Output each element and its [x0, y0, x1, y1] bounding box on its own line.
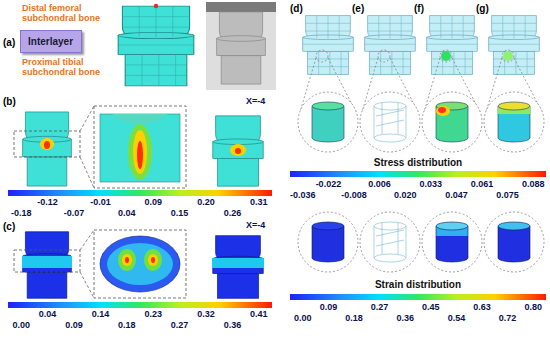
- colorbar-value: -0.01: [90, 198, 111, 208]
- knee-model: [118, 4, 194, 86]
- panel-label: (d): [290, 3, 303, 14]
- colorbar-value: 0.061: [471, 180, 494, 190]
- section-title: Strain distribution: [375, 279, 461, 290]
- colorbar-value: 0.09: [65, 321, 83, 331]
- colorbar: [8, 190, 272, 196]
- colorbar-value: 0.80: [524, 303, 542, 313]
- colorbar-value: 0.23: [144, 310, 162, 320]
- colorbar-value: 0.31: [250, 198, 268, 208]
- colorbar-value: 0.45: [422, 303, 440, 313]
- colorbar-value: 0.41: [250, 310, 268, 320]
- colorbar-value: 0.63: [473, 303, 491, 313]
- colorbar-value: 0.04: [39, 310, 57, 320]
- section-position: X=-4: [246, 221, 265, 231]
- colorbar-value: 0.54: [448, 314, 466, 324]
- colorbar-value: 0.075: [496, 191, 519, 201]
- colorbar-value: 0.72: [499, 314, 517, 324]
- colorbar-value: 0.14: [92, 310, 110, 320]
- colorbar-value: 0.20: [197, 198, 215, 208]
- stress-contour-models: [8, 106, 272, 196]
- bone-label: Distal femoral subchondral bone: [22, 4, 106, 24]
- section-title: Stress distribution: [374, 157, 462, 168]
- colorbar-value: 0.32: [197, 310, 215, 320]
- panel-label: (a): [3, 37, 15, 48]
- section-position: X=-4: [246, 97, 265, 107]
- zoom-callouts: [298, 50, 544, 272]
- panel-label: (f): [414, 3, 424, 14]
- colorbar-value: -0.022: [316, 180, 342, 190]
- bone-label: Proximal tibial subchondral bone: [22, 58, 106, 78]
- node-label: Interlayer: [28, 36, 74, 47]
- strain-contour-models: [8, 230, 272, 308]
- colorbar-value: 0.26: [224, 209, 242, 219]
- colorbar-value: 0.15: [171, 209, 189, 219]
- interlayer-cylinders-strain: [312, 222, 530, 262]
- colorbar: [290, 294, 546, 300]
- colorbar-value: -0.12: [37, 198, 58, 208]
- colorbar-value: 0.36: [224, 321, 242, 331]
- colorbar-value: 0.088: [522, 180, 545, 190]
- interlayer-box: Interlayer: [20, 30, 82, 53]
- panel-label: (c): [3, 221, 15, 232]
- colorbar-value: 0.00: [12, 321, 30, 331]
- colorbar-value: 0.00: [294, 314, 312, 324]
- colorbar-value: -0.18: [11, 209, 32, 219]
- colorbar-value: 0.18: [118, 321, 136, 331]
- colorbar-value: 0.27: [171, 321, 189, 331]
- colorbar-value: 0.27: [371, 303, 389, 313]
- colorbar: [290, 171, 546, 177]
- colorbar-value: -0.008: [341, 191, 367, 201]
- colorbar-value: 0.09: [144, 198, 162, 208]
- colorbar-value: 0.033: [420, 180, 443, 190]
- colorbar-value: 0.04: [118, 209, 136, 219]
- colorbar-value: 0.020: [394, 191, 417, 201]
- panel-label: (g): [476, 3, 489, 14]
- colorbar-value: 0.047: [445, 191, 468, 201]
- colorbar-value: -0.07: [64, 209, 85, 219]
- panel-label: (e): [352, 3, 364, 14]
- mesh-models: [303, 16, 539, 75]
- printed-model-photo: [206, 2, 276, 90]
- colorbar: [8, 302, 272, 308]
- colorbar-value: -0.036: [290, 191, 316, 201]
- interlayer-cylinders-stress: [312, 102, 530, 142]
- colorbar-value: 0.18: [345, 314, 363, 324]
- colorbar-value: 0.006: [368, 180, 391, 190]
- colorbar-value: 0.09: [320, 303, 338, 313]
- panel-label: (b): [3, 96, 16, 107]
- colorbar-value: 0.36: [396, 314, 414, 324]
